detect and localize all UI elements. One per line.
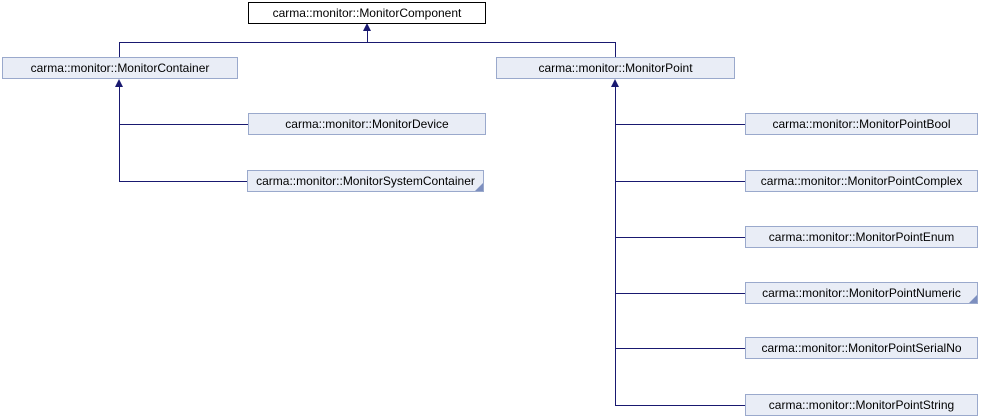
class-node-monitor-point-enum[interactable]: carma::monitor::MonitorPointEnum [745,226,978,248]
class-node-monitor-point-bool[interactable]: carma::monitor::MonitorPointBool [745,113,978,135]
inheritance-edge [119,86,120,182]
inheritance-arrowhead-icon [115,79,123,87]
inheritance-edge [615,348,745,349]
inheritance-edge [615,181,745,182]
inheritance-edge [119,181,247,182]
class-node-monitor-point-string[interactable]: carma::monitor::MonitorPointString [745,394,978,416]
inheritance-edge [615,237,745,238]
class-node-monitor-container[interactable]: carma::monitor::MonitorContainer [2,57,238,79]
inheritance-edge [615,86,616,406]
inheritance-edge [367,30,368,43]
truncated-fold-corner-icon [475,183,483,191]
class-node-monitor-point-serial-no[interactable]: carma::monitor::MonitorPointSerialNo [745,337,978,359]
class-node-monitor-point[interactable]: carma::monitor::MonitorPoint [496,57,735,79]
inheritance-edge [615,124,745,125]
inheritance-edge [615,42,616,57]
class-node-monitor-point-complex[interactable]: carma::monitor::MonitorPointComplex [745,170,978,192]
inheritance-edge [615,405,745,406]
inheritance-edge [119,42,120,57]
class-node-monitor-device[interactable]: carma::monitor::MonitorDevice [248,113,486,135]
class-node-monitor-point-numeric[interactable]: carma::monitor::MonitorPointNumeric [745,282,978,304]
class-node-monitor-component: carma::monitor::MonitorComponent [248,2,486,24]
truncated-fold-corner-icon [969,295,977,303]
inheritance-edge [615,293,745,294]
inheritance-edge [119,124,248,125]
inheritance-arrowhead-icon [363,23,371,31]
inheritance-arrowhead-icon [611,79,619,87]
inheritance-edge [119,42,616,43]
class-node-monitor-system-container[interactable]: carma::monitor::MonitorSystemContainer [247,170,484,192]
